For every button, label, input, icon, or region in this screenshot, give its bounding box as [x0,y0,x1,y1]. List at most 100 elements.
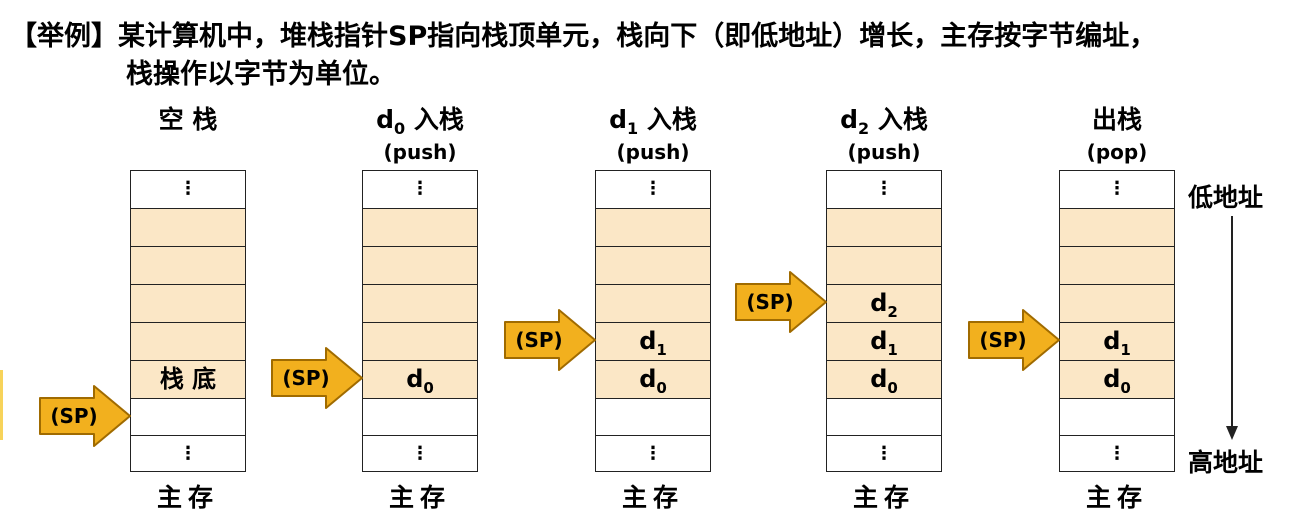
main-memory-label: 主存 [621,483,684,512]
memory-cell [363,322,477,360]
memory-cell: d1 [827,322,941,360]
cell-value-base: d [1103,365,1121,393]
stack-subtitle: (pop) [1086,140,1148,164]
cell-value-base: d [639,327,657,355]
sp-pointer-arrow: (SP) [503,308,597,372]
memory-cell [596,246,710,284]
cell-value: ⋮ [875,443,893,464]
cell-value-base: d [870,365,888,393]
cell-value: ⋮ [179,178,197,199]
stack-column-0: 空 栈 ⋮ 栈 底 ⋮ 主存 [130,0,246,527]
cell-value-subscript: 1 [656,340,667,359]
stack-title: 出栈 [1019,100,1215,136]
stack-title: d0 入栈 [322,100,518,138]
memory-cell: d0 [596,360,710,398]
memory-cell: ⋮ [596,435,710,471]
heading-line-1: 【举例】某计算机中，堆栈指针SP指向栈顶单元，栈向下（即低地址）增长，主存按字节… [10,21,1157,52]
stack-title-text: d [609,105,628,134]
heading-line-2: 栈操作以字节为单位。 [126,59,396,90]
sp-arrow-shape [968,309,1060,371]
memory-cell: d0 [1060,360,1174,398]
low-address-label: 低地址 [1188,183,1264,212]
cell-value: ⋮ [411,443,429,464]
cell-value-base: d [1103,327,1121,355]
stack-title: d1 入栈 [555,100,751,138]
memory-cell [131,284,245,322]
sp-label: (SP) [746,290,794,314]
cell-value-subscript: 1 [887,340,898,359]
memory-cell: ⋮ [363,435,477,471]
memory-cell: d2 [827,284,941,322]
cell-value-subscript: 0 [656,378,667,397]
sp-pointer-arrow: (SP) [734,270,828,334]
address-direction-arrow [1226,216,1238,440]
main-memory-label: 主存 [156,483,219,512]
cell-value: ⋮ [1108,443,1126,464]
memory-cell [1060,208,1174,246]
memory-cell [363,284,477,322]
cell-value-subscript: 1 [1120,340,1131,359]
stack-column-1: d0 入栈(push)⋮d0⋮主存 [362,0,478,527]
memory-cell [596,208,710,246]
cell-value-subscript: 0 [423,378,434,397]
memory-cell [827,246,941,284]
stack-title: 空 栈 [90,100,286,136]
memory-cell [827,398,941,435]
memory-cell [363,208,477,246]
memory-cell [1060,398,1174,435]
stack-title-text: d [376,105,395,134]
memory-cells: ⋮ 栈 底 ⋮ [130,170,246,472]
sp-arrow-shape [39,384,131,447]
cell-value-base: d [870,289,888,317]
memory-cell [363,246,477,284]
memory-cell [827,208,941,246]
main-memory-label: 主存 [388,483,451,512]
memory-cell [363,398,477,435]
memory-cell: ⋮ [827,435,941,471]
stack-title: d2 入栈 [786,100,982,138]
cell-value: ⋮ [644,443,662,464]
cell-value: 栈 底 [159,365,217,393]
memory-cells: ⋮d0⋮ [362,170,478,472]
memory-cell [131,246,245,284]
high-address-label: 高地址 [1188,448,1264,477]
memory-cell [596,398,710,435]
stack-title-rest: 入栈 [638,105,697,134]
memory-cell [131,398,245,435]
stack-title-text: d [840,105,859,134]
memory-cell: ⋮ [131,435,245,471]
memory-cell [596,284,710,322]
sp-arrow-shape [735,271,827,333]
stack-title-subscript: 1 [627,119,639,138]
memory-cell: ⋮ [827,171,941,208]
stack-title-text: 空 栈 [158,105,218,134]
stack-title-subscript: 2 [858,119,870,138]
cell-value-base: d [639,365,657,393]
cell-value: ⋮ [875,178,893,199]
memory-cell [1060,284,1174,322]
memory-cell [1060,246,1174,284]
memory-cell: d0 [827,360,941,398]
cell-value-subscript: 2 [887,302,898,321]
sp-label: (SP) [50,403,98,428]
cell-value: ⋮ [644,178,662,199]
cell-value: ⋮ [179,443,197,464]
sp-pointer-arrow: (SP) [38,384,132,448]
sp-pointer-arrow: (SP) [967,308,1061,372]
stack-title-rest: 入栈 [869,105,928,134]
cell-value: ⋮ [1108,178,1126,199]
main-memory-label: 主存 [852,483,915,512]
memory-cell: ⋮ [363,171,477,208]
memory-cell: ⋮ [1060,171,1174,208]
stack-title-subscript: 0 [394,119,406,138]
cell-value-subscript: 0 [887,378,898,397]
stack-title-text: 出栈 [1091,105,1142,134]
cell-value-base: d [870,327,888,355]
edge-strip [0,370,3,440]
stack-title-rest: 入栈 [405,105,464,134]
